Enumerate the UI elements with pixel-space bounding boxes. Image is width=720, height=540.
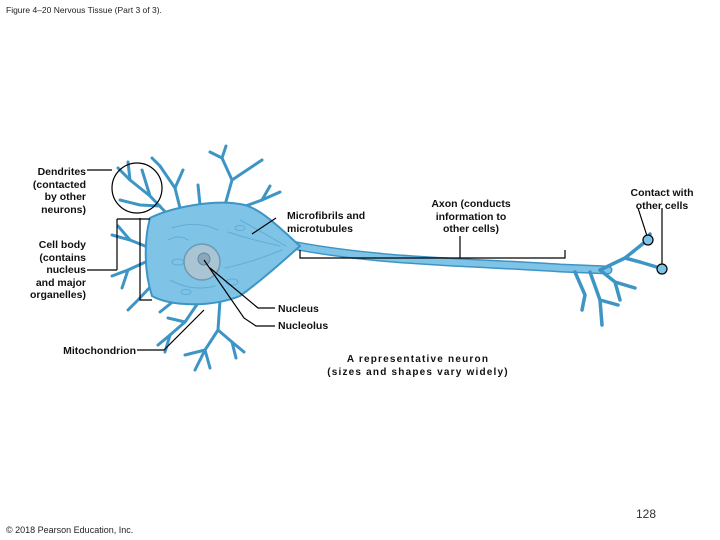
label-cell-body-line: (contains	[39, 251, 86, 264]
label-microfibrils-line: Microfibrils and	[287, 210, 366, 222]
label-dendrites-line: (contacted	[32, 178, 86, 191]
label-cell-body-line: Cell body	[38, 239, 86, 251]
label-axon-line: Axon (conducts	[431, 198, 511, 210]
contact-markers	[642, 234, 668, 275]
label-dendrites-line: neurons)	[41, 203, 86, 216]
label-contact: Contact with other cells	[616, 187, 708, 212]
leader-lines	[87, 162, 663, 351]
label-cell-body-line: organelles)	[29, 289, 86, 301]
label-cell-body: Cell body (contains nucleus and major or…	[14, 239, 86, 302]
dendrites-lower	[156, 298, 246, 372]
dendrites-top	[196, 144, 282, 210]
copyright-notice: © 2018 Pearson Education, Inc.	[6, 525, 134, 535]
label-contact-line: Contact with	[630, 187, 694, 199]
label-axon: Axon (conducts information to other cell…	[418, 198, 524, 236]
caption-line: (sizes and shapes vary widely)	[327, 367, 509, 378]
contact-marker-lower	[656, 263, 668, 275]
label-microfibrils-line: microtubules	[287, 222, 353, 235]
leader-nucleus	[209, 267, 275, 309]
nucleolus-shape	[197, 252, 211, 266]
contact-marker-upper	[642, 234, 654, 246]
label-dendrites-line: by other	[44, 191, 86, 203]
label-cell-body-line: nucleus	[46, 264, 86, 276]
label-axon-line: information to	[435, 210, 507, 223]
label-microfibrils: Microfibrils and microtubules	[287, 210, 387, 235]
axon-bracket	[299, 250, 566, 259]
label-cell-body-line: and major	[35, 276, 86, 289]
cell-body-bracket	[139, 218, 152, 301]
label-contact-line: other cells	[635, 199, 689, 212]
leader-mitochondrion	[137, 309, 205, 351]
figure-caption: A representative neuron (sizes and shape…	[300, 353, 536, 379]
dendrites-left	[110, 224, 154, 312]
leader-contact-1	[637, 207, 648, 237]
caption-line: A representative neuron	[346, 354, 490, 365]
label-nucleolus: Nucleolus	[278, 320, 329, 332]
cell-body	[144, 201, 301, 306]
leader-nucleolus	[203, 259, 275, 327]
axon-terminals	[573, 232, 662, 327]
page-number: 128	[636, 507, 657, 521]
label-axon-line: other cells)	[442, 223, 500, 235]
dendrites-highlight-circle	[111, 162, 163, 214]
label-dendrites-line: Dendrites	[37, 166, 86, 178]
figure-title: Figure 4–20 Nervous Tissue (Part 3 of 3)…	[6, 5, 162, 15]
leader-cell-body	[87, 218, 150, 271]
label-mitochondrion: Mitochondrion	[63, 345, 136, 357]
leader-microfibrils	[251, 217, 277, 235]
label-dendrites: Dendrites (contacted by other neurons)	[18, 166, 86, 216]
label-nucleus: Nucleus	[278, 303, 319, 315]
